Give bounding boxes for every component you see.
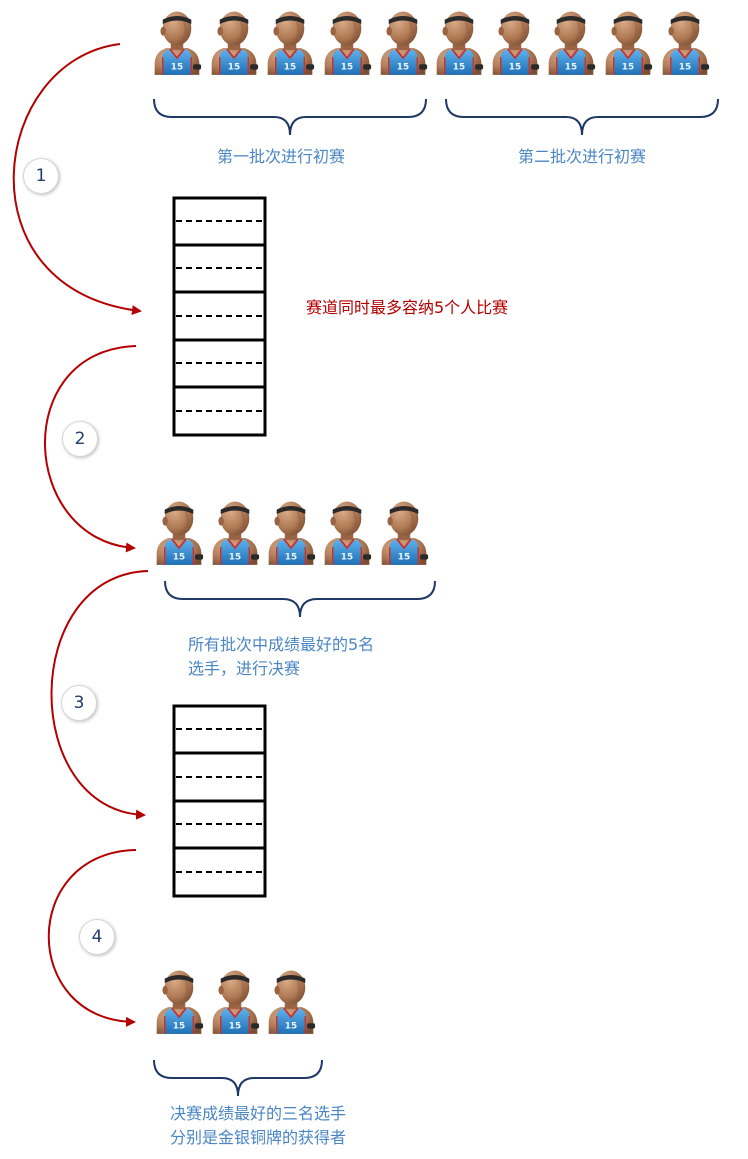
basketball-player-icon (153, 10, 202, 76)
basketball-player-icon (155, 969, 204, 1035)
arrow-step-3 (50, 570, 149, 820)
basketball-player-icon (267, 969, 316, 1035)
basketball-player-icon (323, 10, 372, 76)
basketball-player-icon (491, 10, 540, 76)
step-number-1: 1 (23, 158, 59, 194)
brace-finalists (164, 580, 436, 618)
step-number-3: 3 (61, 685, 97, 721)
basketball-player-icon (379, 10, 428, 76)
medalists-row (155, 969, 316, 1035)
medalists-label-line1: 决赛成绩最好的三名选手 (170, 1104, 347, 1123)
basketball-player-icon (323, 500, 372, 566)
arrow-step-2 (44, 345, 137, 553)
brace-medalists (153, 1059, 323, 1097)
basketball-player-icon (210, 10, 259, 76)
arrow-step-4 (47, 849, 137, 1027)
basketball-player-icon (211, 500, 260, 566)
step-number-4: 4 (79, 919, 115, 955)
lane-capacity-label: 赛道同时最多容纳5个人比赛 (306, 298, 509, 317)
final-players-row (155, 500, 429, 566)
final-track (172, 704, 267, 898)
batch1-label: 第一批次进行初赛 (217, 147, 346, 166)
basketball-player-icon (266, 10, 315, 76)
basketball-player-icon (380, 500, 429, 566)
medalists-label-line2: 分别是金银铜牌的获得者 (170, 1128, 347, 1147)
basketball-player-icon (604, 10, 653, 76)
basketball-player-icon (547, 10, 596, 76)
initial-players-row (153, 10, 710, 76)
brace-batch1 (153, 98, 427, 136)
finalists-label-line1: 所有批次中成绩最好的5名 (188, 635, 375, 654)
basketball-player-icon (435, 10, 484, 76)
finalists-label-line2: 选手，进行决赛 (188, 659, 301, 678)
prelim-track (172, 196, 267, 437)
basketball-player-icon (661, 10, 710, 76)
basketball-player-icon (211, 969, 260, 1035)
brace-batch2 (445, 98, 719, 136)
step-number-2: 2 (62, 421, 98, 457)
basketball-player-icon (267, 500, 316, 566)
basketball-player-icon (155, 500, 204, 566)
batch2-label: 第二批次进行初赛 (518, 147, 647, 166)
arrow-step-1 (12, 43, 142, 316)
